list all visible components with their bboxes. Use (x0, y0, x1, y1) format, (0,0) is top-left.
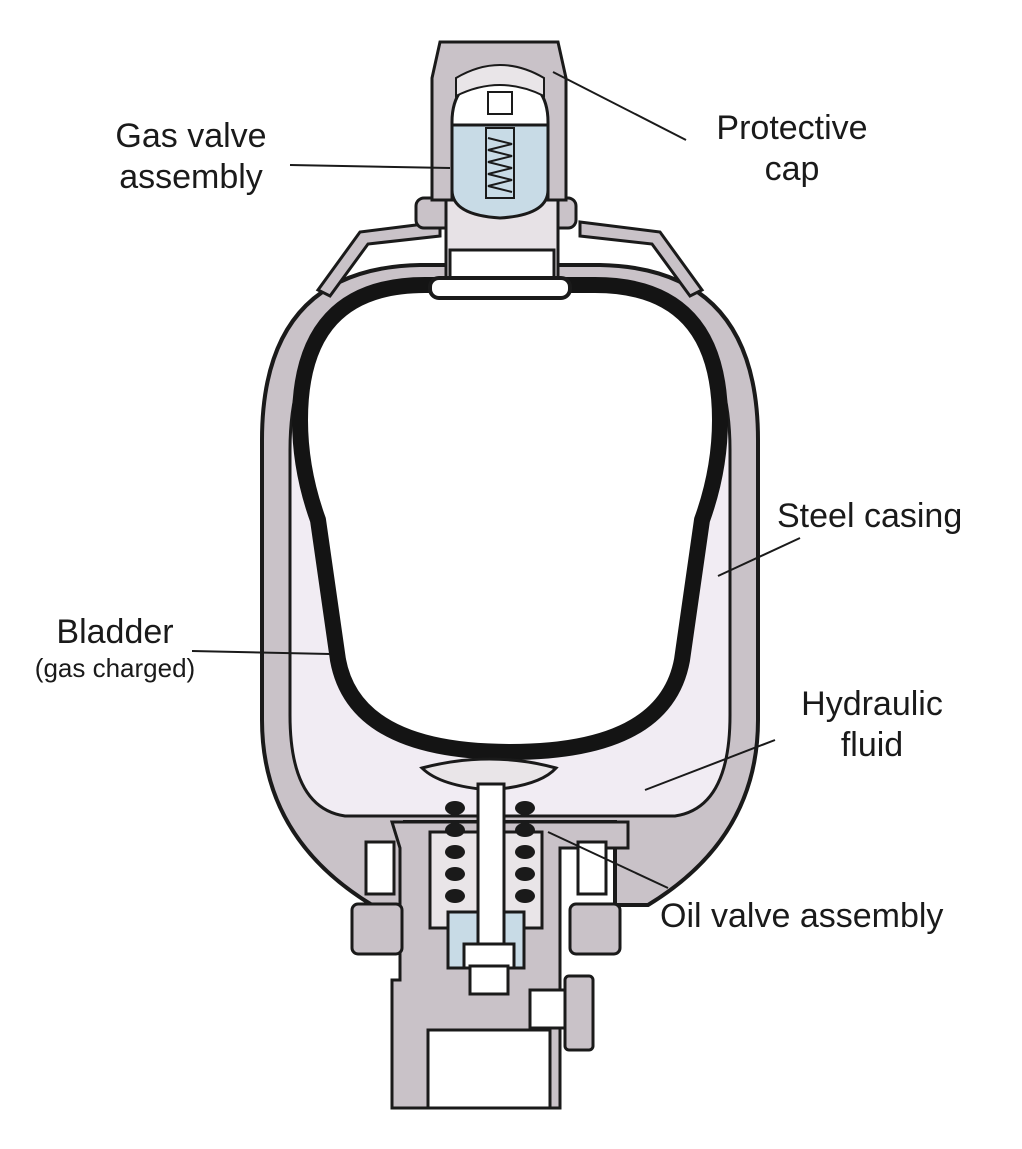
poppet-nut-lower (468, 964, 510, 996)
oil-valve-assembly (350, 757, 630, 1110)
label-oil-valve: Oil valve assembly (660, 897, 944, 935)
leader-oil-valve (547, 831, 669, 889)
bleed-screw (528, 988, 572, 1030)
bracket-right (578, 220, 705, 298)
gas-valve-stem-base (448, 248, 556, 282)
bladder (292, 277, 728, 760)
gas-valve-assembly (414, 91, 578, 300)
cap-inner-liner (455, 64, 545, 98)
gas-valve-spring-coils (487, 137, 513, 193)
gas-valve-spring (485, 127, 515, 199)
poppet-stem (476, 782, 506, 954)
label-hydraulic-fluid: Hydraulic fluid (772, 684, 972, 766)
label-bladder-line1: Bladder (56, 613, 174, 651)
leader-steel-casing (717, 537, 801, 577)
leader-gas-valve (289, 164, 451, 169)
label-bladder: Bladder (gas charged) (8, 612, 222, 684)
label-bladder-line2: (gas charged) (34, 652, 196, 683)
protective-cap (430, 40, 568, 202)
poppet-disc (419, 757, 559, 792)
gas-valve-pin-head (487, 91, 513, 115)
leader-hydraulic-fluid (644, 739, 776, 791)
label-protective-cap-line1: Protective (716, 109, 868, 147)
gas-valve-seat (428, 276, 572, 300)
oil-flange-right (568, 902, 622, 956)
oil-flange-left (350, 902, 404, 956)
label-gas-valve-line2: assembly (119, 157, 263, 196)
poppet-spring (445, 801, 535, 903)
leader-bladder (191, 650, 331, 655)
leader-lines (191, 71, 801, 889)
poppet-nut (462, 942, 516, 970)
label-gas-valve: Gas valve assembly (96, 116, 286, 198)
oil-bolt-right (576, 840, 608, 896)
oil-bolt-left (364, 840, 396, 896)
label-protective-cap: Protective cap (694, 108, 890, 190)
label-steel-casing: Steel casing (777, 497, 963, 535)
label-hydraulic-fluid-line1: Hydraulic (801, 685, 943, 723)
bleed-screw-head (563, 974, 595, 1052)
leader-protective-cap (552, 71, 687, 141)
oil-port-bore (426, 1028, 552, 1110)
label-gas-valve-line1: Gas valve (115, 117, 267, 155)
label-hydraulic-fluid-line2: fluid (840, 725, 904, 764)
label-protective-cap-line2: cap (764, 149, 820, 188)
